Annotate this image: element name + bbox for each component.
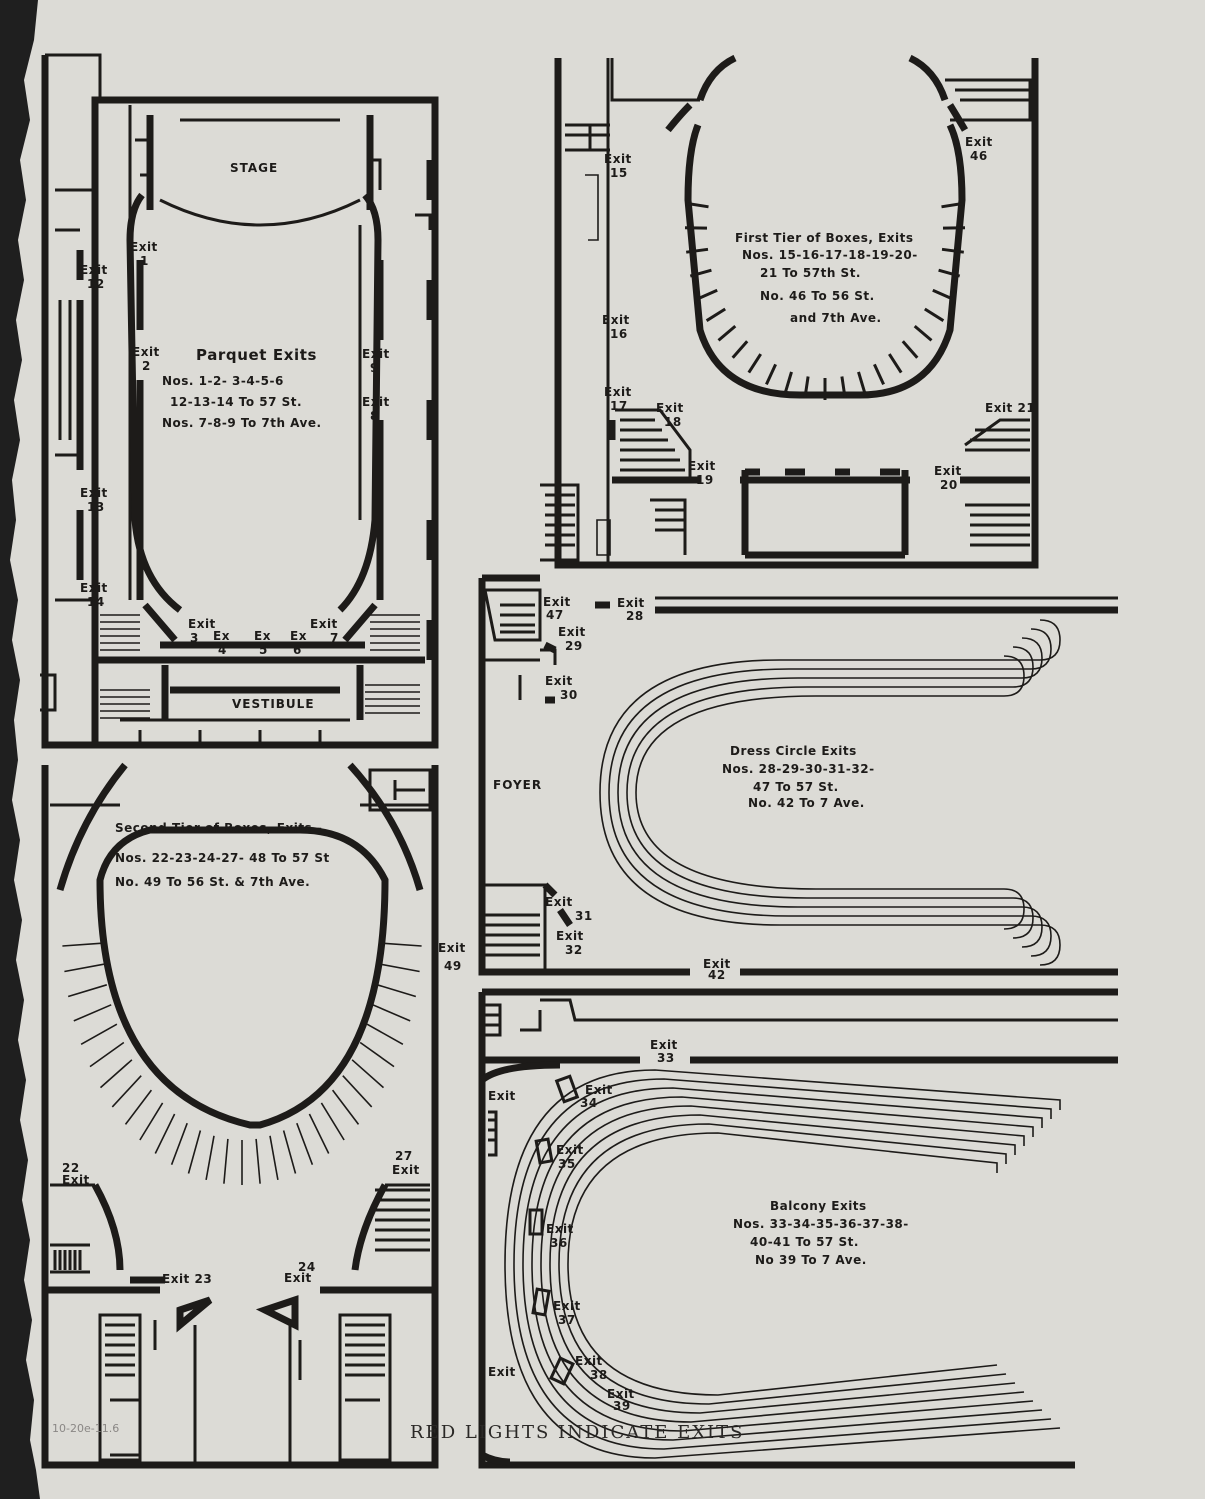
- dress-circle-title-line-1: Dress Circle Exits: [730, 744, 857, 758]
- balcony-tiers: [504, 1069, 1061, 1459]
- dress-circle-title-line-2: Nos. 28-29-30-31-32-: [722, 762, 875, 776]
- balcony-plan: Balcony Exits Nos. 33-34-35-36-37-38- 40…: [478, 988, 1118, 1469]
- exit-label-40: Exit: [488, 1089, 516, 1103]
- parquet-title-line-2: Nos. 1-2- 3-4-5-6: [162, 374, 284, 388]
- first-tier-title-line-4: No. 46 To 56 St.: [760, 289, 875, 303]
- parquet-title-line-1: Parquet Exits: [196, 346, 317, 364]
- parquet-plan: STAGE VESTIBULE Parquet Exits Nos. 1-2- …: [40, 53, 439, 749]
- balcony-title-line-2: Nos. 33-34-35-36-37-38-: [733, 1217, 909, 1231]
- parquet-title-line-4: Nos. 7-8-9 To 7th Ave.: [162, 416, 322, 430]
- handwritten-note: 10-20e-11.6: [52, 1422, 119, 1435]
- footer-caption: RED LIGHTS INDICATE EXITS: [410, 1422, 745, 1443]
- first-tier-box-partitions: [684, 201, 966, 400]
- parquet-stairs: [100, 614, 420, 719]
- exit-label-21: Exit 21: [985, 401, 1035, 415]
- paper-sheet: [10, 0, 1205, 1499]
- first-tier-title-line-3: 21 To 57th St.: [760, 266, 861, 280]
- foyer-label: FOYER: [493, 778, 542, 792]
- second-tier-title-line-1: Second Tier of Boxes, Exits -: [115, 821, 322, 835]
- dress-circle-tiers: [599, 619, 1061, 966]
- exit-label-31: Exit31: [545, 895, 593, 923]
- balcony-title-line-1: Balcony Exits: [770, 1199, 867, 1213]
- first-tier-title-line-2: Nos. 15-16-17-18-19-20-: [742, 248, 918, 262]
- second-tier-title-line-2: Nos. 22-23-24-27- 48 To 57 St: [115, 851, 330, 865]
- balcony-vom-boxes: [528, 1074, 580, 1386]
- second-tier-box-partitions: [62, 942, 422, 1185]
- balcony-title-line-4: No 39 To 7 Ave.: [755, 1253, 867, 1267]
- exit-label-23: Exit 23: [162, 1272, 212, 1286]
- dress-circle-title-line-4: No. 42 To 7 Ave.: [748, 796, 865, 810]
- first-tier-plan: First Tier of Boxes, Exits Nos. 15-16-17…: [540, 54, 1039, 569]
- parquet-title-line-3: 12-13-14 To 57 St.: [170, 395, 302, 409]
- dress-circle-plan: FOYER Dress Circle Exits Nos. 28-29-30-3…: [478, 574, 1118, 982]
- second-tier-title-line-3: No. 49 To 56 St. & 7th Ave.: [115, 875, 310, 889]
- second-tier-plan: Second Tier of Boxes, Exits - Nos. 22-23…: [41, 762, 466, 1469]
- dress-circle-title-line-3: 47 To 57 St.: [753, 780, 839, 794]
- exit-label-41: Exit: [488, 1365, 516, 1379]
- stage-label: STAGE: [230, 161, 278, 175]
- balcony-title: Balcony Exits Nos. 33-34-35-36-37-38- 40…: [733, 1199, 909, 1267]
- parquet-exits-title: Parquet Exits Nos. 1-2- 3-4-5-6 12-13-14…: [162, 346, 322, 430]
- first-tier-title-line-1: First Tier of Boxes, Exits: [735, 231, 914, 245]
- balcony-title-line-3: 40-41 To 57 St.: [750, 1235, 859, 1249]
- second-tier-title: Second Tier of Boxes, Exits - Nos. 22-23…: [115, 821, 330, 889]
- first-tier-title: First Tier of Boxes, Exits Nos. 15-16-17…: [735, 231, 918, 325]
- vestibule-label: VESTIBULE: [232, 697, 315, 711]
- dress-circle-title: Dress Circle Exits Nos. 28-29-30-31-32- …: [722, 744, 875, 810]
- first-tier-title-line-5: and 7th Ave.: [790, 311, 882, 325]
